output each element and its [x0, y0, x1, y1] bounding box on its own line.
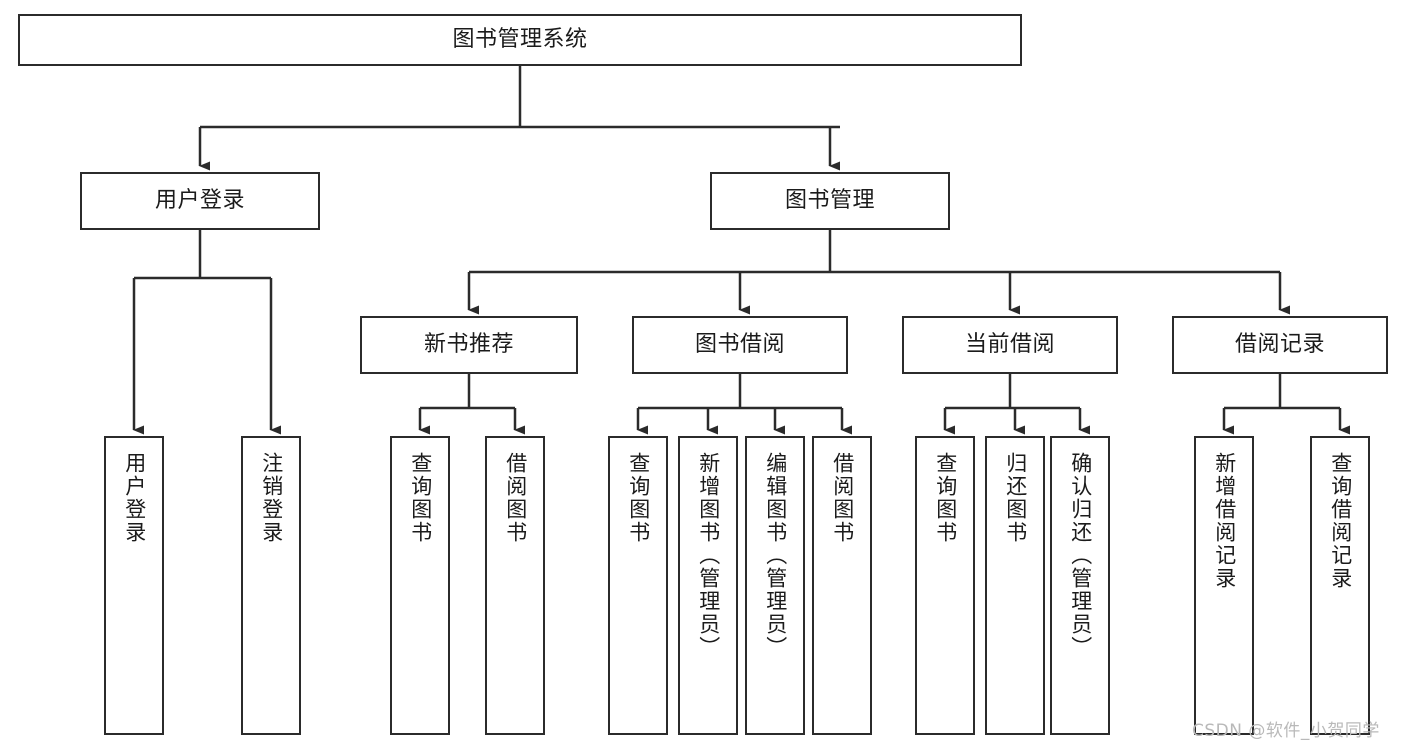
node-leaf-query-record[interactable]: 查询借阅记录 — [1310, 436, 1370, 735]
node-leaf-return-book[interactable]: 归还图书 — [985, 436, 1045, 735]
node-current-borrow-label: 当前借阅 — [964, 331, 1055, 357]
node-leaf-query-book-1[interactable]: 查询图书 — [390, 436, 450, 735]
node-book-manage-label: 图书管理 — [784, 187, 875, 213]
node-leaf-query-book-2[interactable]: 查询图书 — [608, 436, 668, 735]
node-leaf-return-book-label: 归还图书 — [1003, 452, 1028, 544]
node-leaf-query-record-label: 查询借阅记录 — [1328, 452, 1353, 590]
node-user-login-label: 用户登录 — [154, 187, 245, 213]
node-leaf-logout-label: 注销登录 — [259, 452, 284, 544]
node-user-login[interactable]: 用户登录 — [80, 172, 320, 230]
node-book-borrow-label: 图书借阅 — [694, 331, 785, 357]
node-leaf-user-login-label: 用户登录 — [122, 452, 147, 544]
node-leaf-query-book-2-label: 查询图书 — [626, 452, 651, 544]
node-leaf-add-record[interactable]: 新增借阅记录 — [1194, 436, 1254, 735]
node-leaf-add-record-label: 新增借阅记录 — [1212, 452, 1237, 590]
node-borrow-record[interactable]: 借阅记录 — [1172, 316, 1388, 374]
node-leaf-confirm-return-label: 确认归还（管理员） — [1068, 452, 1093, 659]
node-leaf-borrow-book-2[interactable]: 借阅图书 — [812, 436, 872, 735]
node-root[interactable]: 图书管理系统 — [18, 14, 1022, 66]
node-leaf-borrow-book-2-label: 借阅图书 — [830, 452, 855, 544]
node-book-borrow[interactable]: 图书借阅 — [632, 316, 848, 374]
node-leaf-query-book-1-label: 查询图书 — [408, 452, 433, 544]
node-leaf-borrow-book-1[interactable]: 借阅图书 — [485, 436, 545, 735]
node-new-book-rec[interactable]: 新书推荐 — [360, 316, 578, 374]
node-leaf-confirm-return[interactable]: 确认归还（管理员） — [1050, 436, 1110, 735]
node-leaf-add-book[interactable]: 新增图书（管理员） — [678, 436, 738, 735]
node-leaf-query-book-3-label: 查询图书 — [933, 452, 958, 544]
node-new-book-rec-label: 新书推荐 — [423, 331, 514, 357]
node-leaf-borrow-book-1-label: 借阅图书 — [503, 452, 528, 544]
node-leaf-add-book-label: 新增图书（管理员） — [696, 452, 721, 659]
node-leaf-edit-book[interactable]: 编辑图书（管理员） — [745, 436, 805, 735]
node-leaf-logout[interactable]: 注销登录 — [241, 436, 301, 735]
node-current-borrow[interactable]: 当前借阅 — [902, 316, 1118, 374]
node-leaf-edit-book-label: 编辑图书（管理员） — [763, 452, 788, 659]
node-leaf-user-login[interactable]: 用户登录 — [104, 436, 164, 735]
node-borrow-record-label: 借阅记录 — [1234, 331, 1325, 357]
node-book-manage[interactable]: 图书管理 — [710, 172, 950, 230]
node-root-label: 图书管理系统 — [452, 26, 588, 52]
csdn-watermark: CSDN @软件_小贺同学 — [1192, 721, 1380, 741]
node-leaf-query-book-3[interactable]: 查询图书 — [915, 436, 975, 735]
